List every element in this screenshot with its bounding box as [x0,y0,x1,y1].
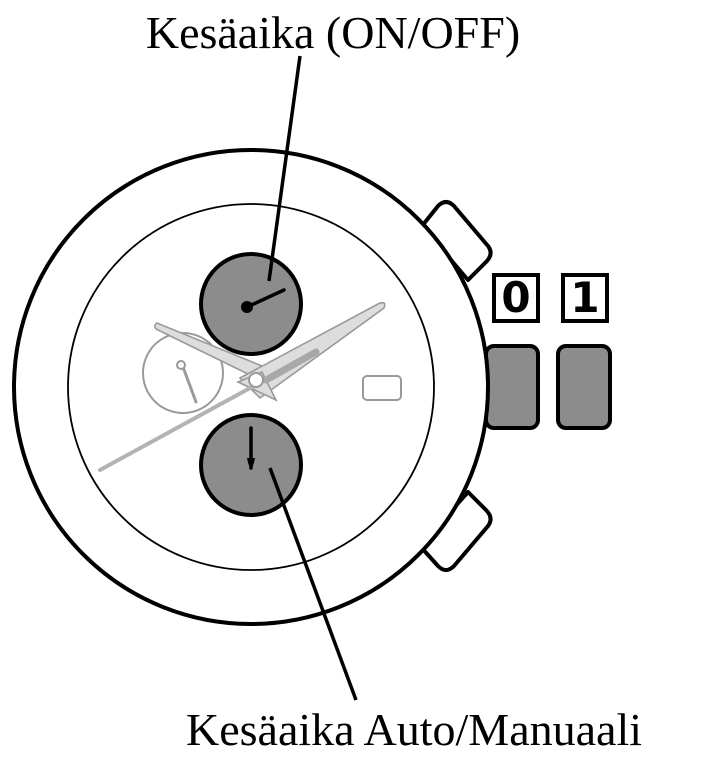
hour-hand [153,322,264,375]
center-pin [248,372,264,388]
leader-top [267,55,302,282]
date-window [362,375,402,401]
seconds-hand-tip [262,348,320,384]
left-subdial-pin [176,360,186,370]
bottom-subdial-pin [247,458,255,468]
top-subdial-hand [245,288,286,309]
lower-pusher [418,490,493,572]
dst-on-off-label: Kesäaika (ON/OFF) [145,7,521,58]
crown-position-0 [484,344,540,430]
crown-position-1 [556,344,612,430]
crown-position-0-label: 0 [492,273,540,323]
top-subdial-pin [241,301,253,313]
leader-bottom [268,467,358,701]
upper-pusher [420,200,493,282]
dst-auto-manual-label: Kesäaika Auto/Manuaali [185,704,643,755]
left-subdial-hand [181,365,198,404]
crown-position-1-label: 1 [561,273,609,323]
